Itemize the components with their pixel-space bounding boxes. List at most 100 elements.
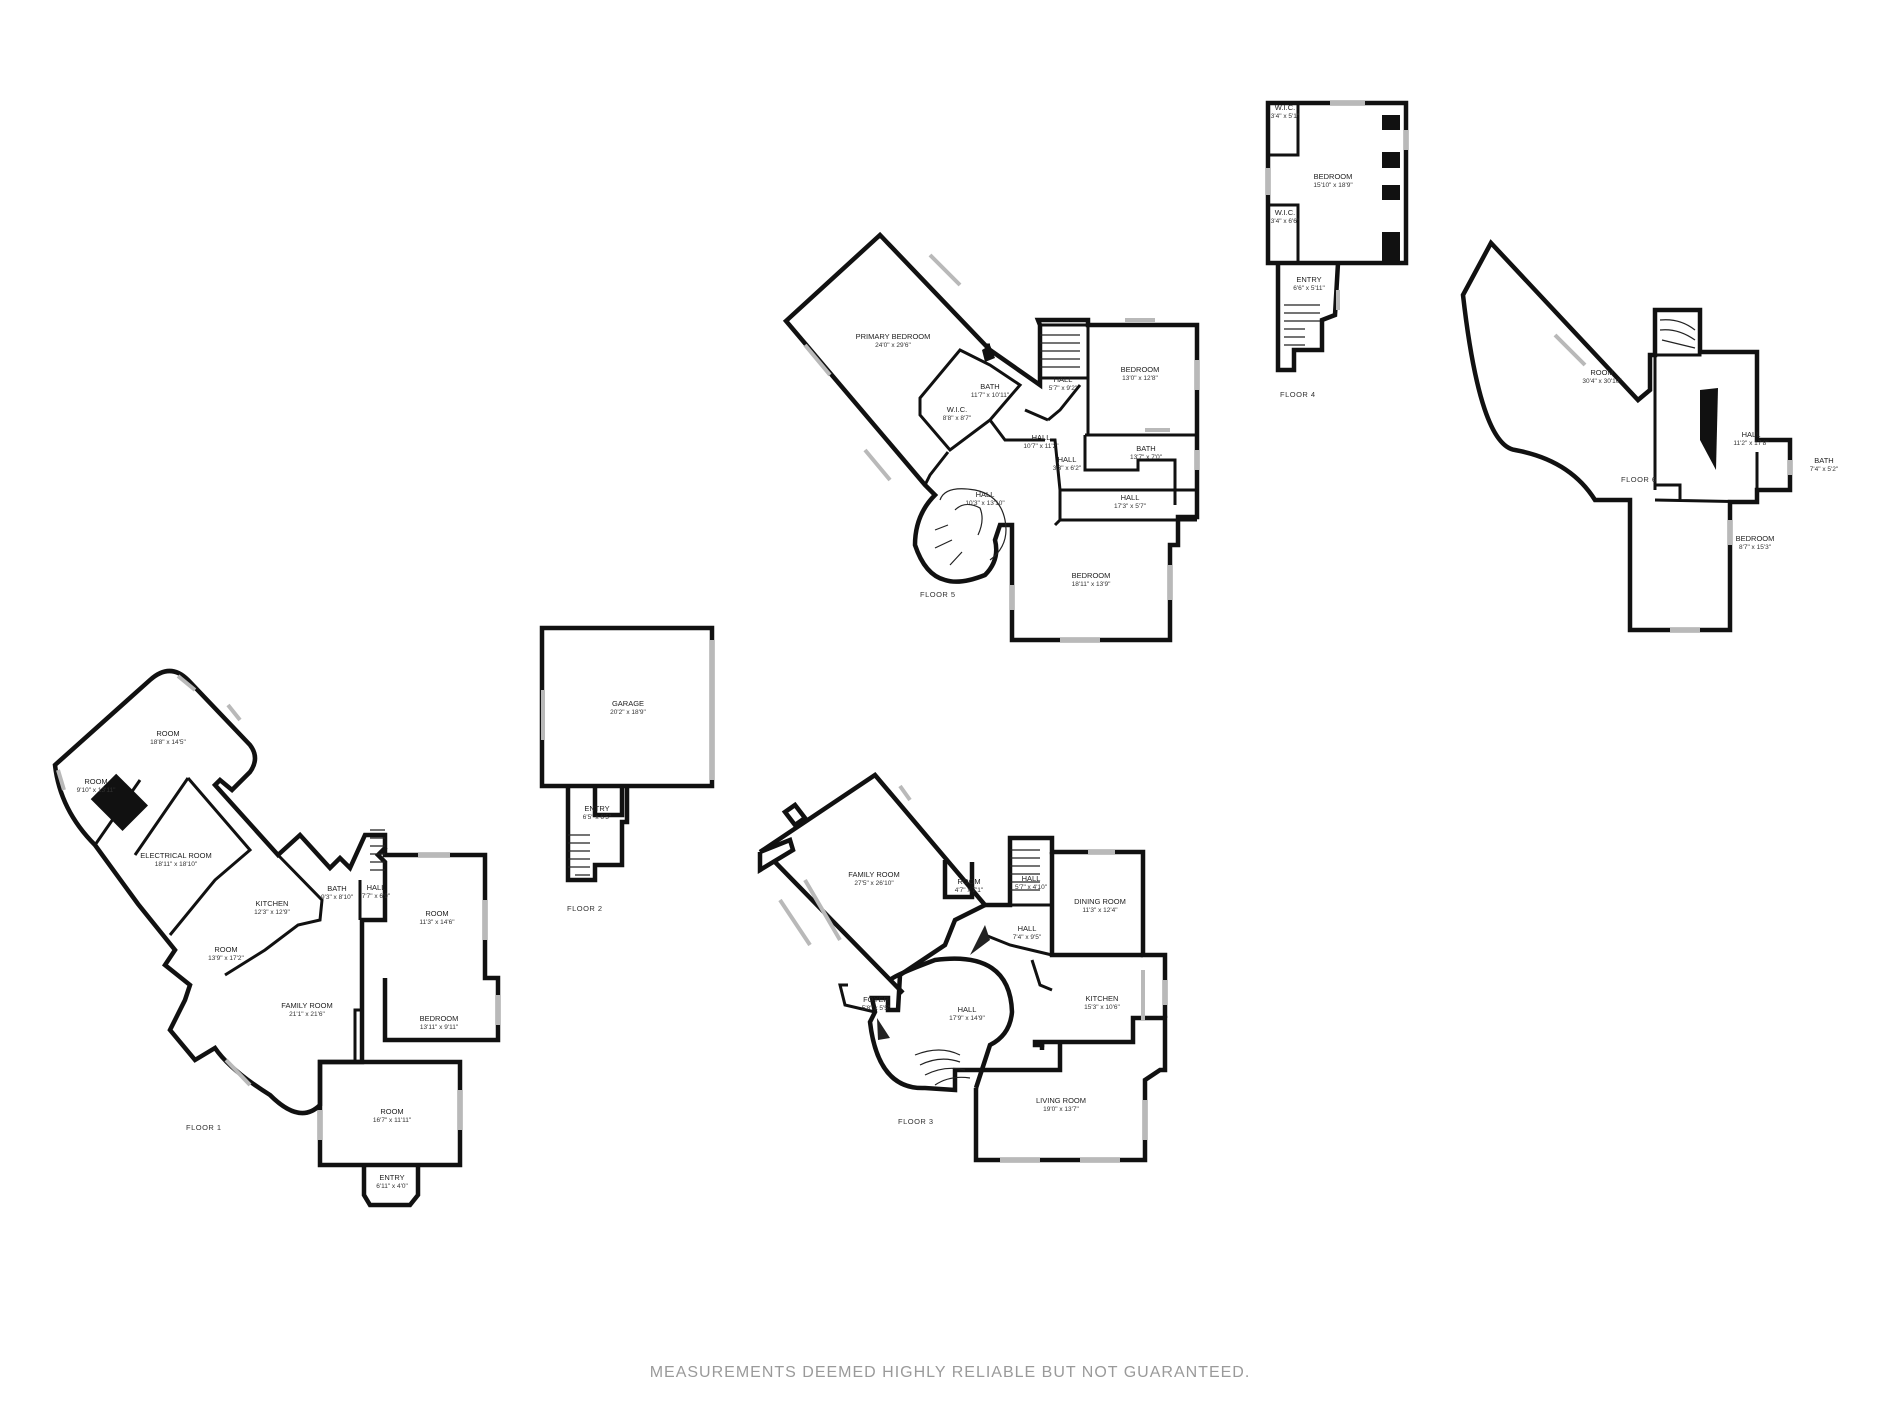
room-label: HALL <box>1022 874 1041 883</box>
room-dimensions: 19'0" x 13'7" <box>1043 1106 1079 1113</box>
room-dimensions: 27'5" x 26'10" <box>854 880 894 887</box>
floor-label: FLOOR 5 <box>920 590 956 599</box>
room-dimensions: 16'7" x 11'11" <box>373 1117 412 1124</box>
floor-6-plan <box>1460 239 1793 633</box>
room-dimensions: 30'4" x 30'10" <box>1582 378 1622 385</box>
floor-label: FLOOR 2 <box>567 904 603 913</box>
floor-labels: FLOOR 1 FLOOR 2 FLOOR 3 FLOOR 4 FLOOR 5 … <box>186 390 1657 1132</box>
room-label: ELECTRICAL ROOM <box>140 851 211 860</box>
room-label: ROOM <box>84 777 107 786</box>
room-dimensions: 12'3" x 12'9" <box>254 909 290 916</box>
room-dimensions: 9'3" x 8'10" <box>321 894 354 901</box>
room-dimensions: 13'0" x 12'8" <box>1122 375 1158 382</box>
room-label: BATH <box>1136 444 1155 453</box>
room-label: ENTRY <box>584 804 609 813</box>
room-label: HALL <box>1018 924 1037 933</box>
room-dimensions: 6'6" x 5'11" <box>1293 285 1325 292</box>
room-dimensions: 13'11" x 9'11" <box>420 1024 459 1031</box>
floor-5-plan <box>782 231 1200 643</box>
room-label: GARAGE <box>612 699 644 708</box>
floor-3-plan <box>757 772 1168 1163</box>
room-dimensions: 15'3" x 10'6" <box>1084 1004 1120 1011</box>
room-label: HALL <box>1032 433 1051 442</box>
room-label: KITCHEN <box>256 899 289 908</box>
room-label: DINING ROOM <box>1074 897 1126 906</box>
floor-label: FLOOR 4 <box>1280 390 1316 399</box>
room-dimensions: 20'2" x 18'9" <box>610 709 646 716</box>
room-label: HALL <box>1742 430 1761 439</box>
room-dimensions: 8'8" x 8'7" <box>943 415 972 422</box>
room-label: W.I.C. <box>947 405 967 414</box>
room-label: BATH <box>1814 456 1833 465</box>
room-dimensions: 8'7" x 15'3" <box>1739 544 1772 551</box>
room-dimensions: 6'5" x 6'5" <box>583 814 612 821</box>
room-label: PRIMARY BEDROOM <box>856 332 931 341</box>
room-label: FAMILY ROOM <box>281 1001 332 1010</box>
floor-label: FLOOR 6 <box>1621 475 1657 484</box>
room-label: BATH <box>327 884 346 893</box>
room-dimensions: 15'10" x 18'9" <box>1313 182 1353 189</box>
room-label: BEDROOM <box>1072 571 1111 580</box>
floor-1-plan <box>52 668 501 1208</box>
room-label: HALL <box>1054 375 1073 384</box>
stair-block-icon <box>90 773 148 831</box>
room-labels: ROOM 18'8" x 14'5" ROOM 9'10" x 13'11" E… <box>77 103 1839 1190</box>
stair-landing-icon <box>970 925 990 955</box>
stairs-icon <box>1284 304 1320 346</box>
room-label: HALL <box>958 1005 977 1014</box>
stairs-icon <box>1659 319 1696 349</box>
room-dimensions: 3'3" x 6'2" <box>1053 465 1082 472</box>
closet-block-icon <box>1382 115 1400 263</box>
floor-label: FLOOR 3 <box>898 1117 934 1126</box>
room-dimensions: 9'10" x 13'11" <box>77 787 116 794</box>
room-label: W.I.C. <box>1275 103 1295 112</box>
room-dimensions: 3'4" x 5'1" <box>1271 113 1300 120</box>
room-label: LIVING ROOM <box>1036 1096 1086 1105</box>
floor-2-plan <box>539 625 715 883</box>
room-dimensions: 5'7" x 4'10" <box>1015 884 1048 891</box>
room-dimensions: 18'11" x 13'9" <box>1072 581 1111 588</box>
room-dimensions: 6'11" x 4'0" <box>376 1183 408 1190</box>
room-dimensions: 21'1" x 21'6" <box>289 1011 325 1018</box>
room-dimensions: 17'3" x 5'7" <box>1114 503 1147 510</box>
stairs-icon <box>1040 334 1080 368</box>
room-dimensions: 18'8" x 14'5" <box>150 739 186 746</box>
room-label: BEDROOM <box>420 1014 459 1023</box>
room-dimensions: 7'4" x 9'5" <box>1013 934 1042 941</box>
room-dimensions: 11'2" x 17'8" <box>1733 440 1769 447</box>
stairs-icon <box>914 849 1040 1086</box>
stair-block-icon <box>1700 388 1718 470</box>
room-label: HALL <box>367 883 386 892</box>
room-label: ENTRY <box>1296 275 1321 284</box>
stair-block-icon <box>982 345 995 362</box>
room-label: ROOM <box>214 945 237 954</box>
disclaimer-text: MEASUREMENTS DEEMED HIGHLY RELIABLE BUT … <box>649 1364 1251 1381</box>
room-label: ROOM <box>1590 368 1613 377</box>
room-label: ROOM <box>957 877 980 886</box>
room-label: ROOM <box>156 729 179 738</box>
stairs-icon <box>568 834 590 876</box>
room-dimensions: 13'9" x 17'2" <box>208 955 244 962</box>
room-label: KITCHEN <box>1086 994 1119 1003</box>
room-dimensions: 10'7" x 11'2" <box>1023 443 1059 450</box>
room-label: FAMILY ROOM <box>848 870 899 879</box>
room-label: BEDROOM <box>1314 172 1353 181</box>
room-dimensions: 5'7" x 9'2" <box>1049 385 1078 392</box>
room-dimensions: 18'11" x 18'10" <box>155 861 198 868</box>
room-dimensions: 5'8" x 5'5" <box>862 1005 891 1012</box>
room-label: FOYER <box>863 995 889 1004</box>
room-dimensions: 13'7" x 7'0" <box>1130 454 1163 461</box>
floor-label: FLOOR 1 <box>186 1123 222 1132</box>
room-label: HALL <box>1121 493 1140 502</box>
room-dimensions: 7'7" x 6'9" <box>362 893 391 900</box>
room-label: ROOM <box>425 909 448 918</box>
room-label: BATH <box>980 382 999 391</box>
stair-landing-icon <box>877 1018 890 1040</box>
room-label: BEDROOM <box>1736 534 1775 543</box>
room-label: BEDROOM <box>1121 365 1160 374</box>
room-dimensions: 11'7" x 10'11" <box>971 392 1010 399</box>
room-dimensions: 11'3" x 14'6" <box>419 919 455 926</box>
room-label: ROOM <box>380 1107 403 1116</box>
room-label: HALL <box>976 490 995 499</box>
